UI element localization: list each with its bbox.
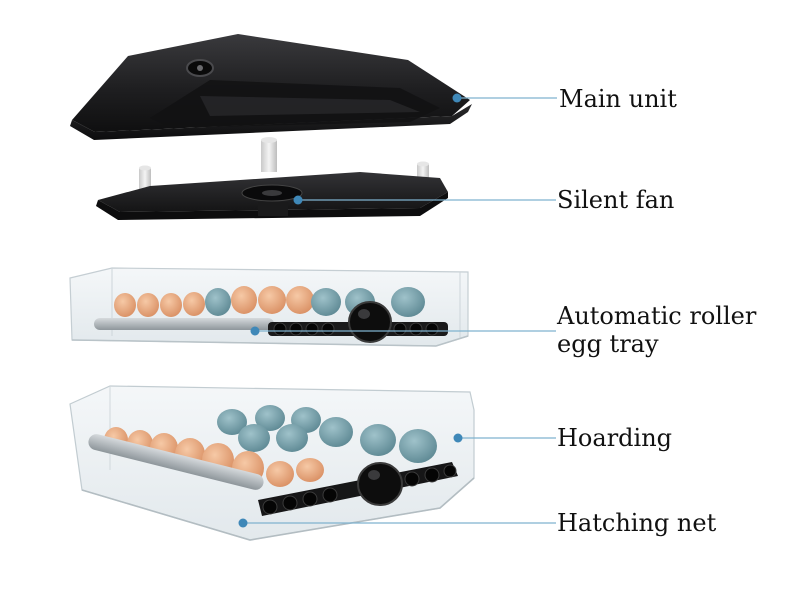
silent-fan-part xyxy=(96,172,448,220)
egg-cluster-blue xyxy=(217,405,437,463)
hatching-motor-icon xyxy=(357,462,403,506)
leader-dot-hoarding xyxy=(453,433,463,443)
label-silent-fan: Silent fan xyxy=(557,186,675,214)
label-hoarding: Hoarding xyxy=(557,424,673,452)
hoarding-part xyxy=(69,385,475,541)
leader-dot-main-unit xyxy=(452,93,462,103)
label-automatic-roller-egg-tray: Automatic roller egg tray xyxy=(557,302,756,358)
main-unit-part xyxy=(70,34,472,140)
label-hatching-net: Hatching net xyxy=(557,509,717,537)
leader-dot-silent-fan xyxy=(293,195,303,205)
leader-dot-egg-tray xyxy=(250,326,260,336)
label-line-2: egg tray xyxy=(557,330,659,358)
roller-motor-icon xyxy=(348,301,392,343)
leader-lines xyxy=(238,93,557,528)
egg-tray-part xyxy=(69,267,469,347)
label-main-unit: Main unit xyxy=(559,85,677,113)
power-socket-icon xyxy=(186,59,214,77)
label-line-1: Automatic roller xyxy=(557,302,757,330)
leader-dot-hatching-net xyxy=(238,518,248,528)
